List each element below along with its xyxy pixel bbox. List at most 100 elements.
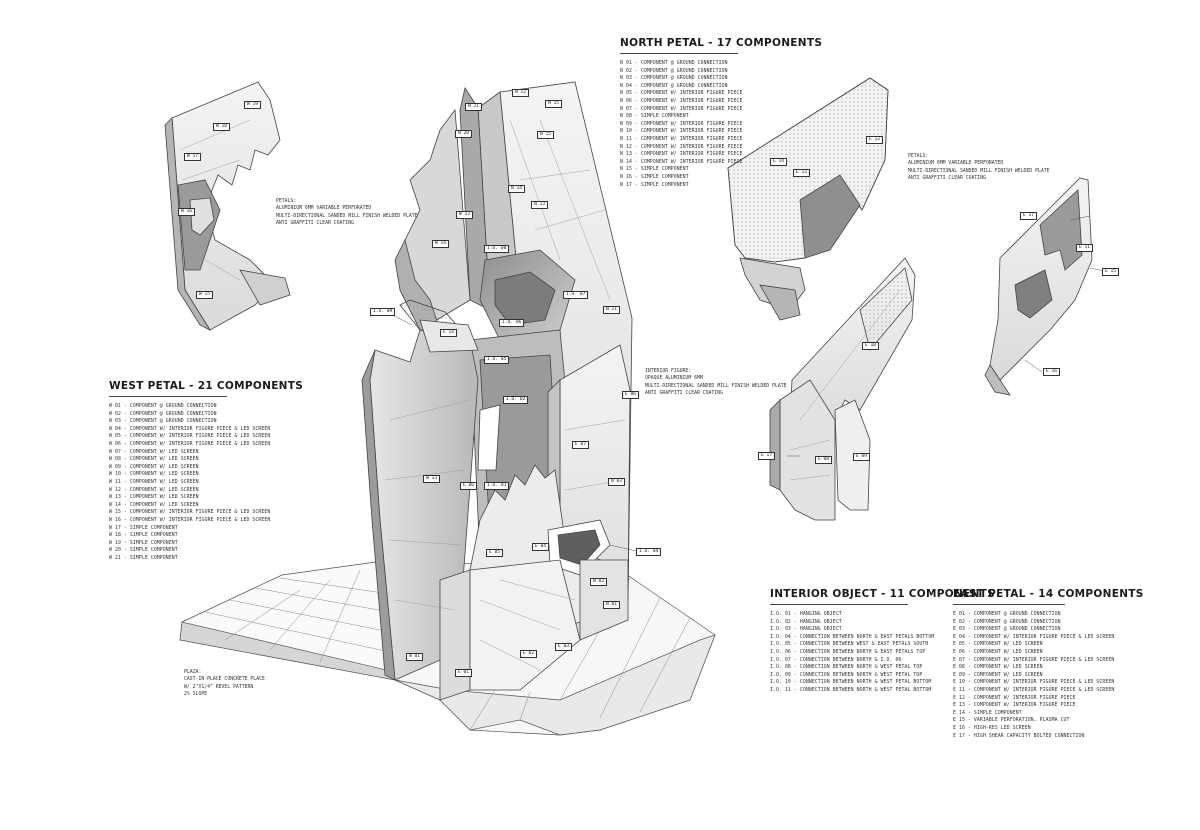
tag-e10: E 10 xyxy=(862,342,880,350)
note-line: PETALS: xyxy=(908,154,929,159)
list-item: E 08 - COMPONENT W/ LED SCREEN xyxy=(953,665,1043,671)
tag-io02: I.O. 02 xyxy=(503,396,529,404)
tag-e01: E 01 xyxy=(455,669,473,677)
list-item: N 05 - COMPONENT W/ INTERIOR FIGURE PIEC… xyxy=(620,91,743,97)
list-item: E 03 - COMPONENT @ GROUND CONNECTION xyxy=(953,627,1061,633)
list-item: W 12 - COMPONENT W/ LED SCREEN xyxy=(109,487,199,493)
list-item: W 06 - COMPONENT W/ INTERIOR FIGURE PIEC… xyxy=(109,441,271,447)
tag-e13: E 13 xyxy=(793,169,811,177)
list-item: N 04 - COMPONENT @ GROUND CONNECTION xyxy=(620,83,728,89)
note-line: INTERIOR FIGURE: xyxy=(645,369,692,374)
list-item: N 08 - SIMPLE COMPONENT xyxy=(620,114,689,120)
list-item: I.O. 04 - CONNECTION BETWEEN NORTH & EAS… xyxy=(770,634,935,640)
note-line: ANTI GRAFFITI CLEAR COATING xyxy=(645,391,723,397)
list-item: W 18 - SIMPLE COMPONENT xyxy=(109,533,178,539)
note-line: ALUMINIUM 6MM VARIABLE PERFORATED xyxy=(908,161,1004,167)
list-item: W 15 - COMPONENT W/ INTERIOR FIGURE PIEC… xyxy=(109,510,271,516)
list-item: W 05 - COMPONENT W/ INTERIOR FIGURE PIEC… xyxy=(109,434,271,440)
list-item: E 10 - COMPONENT W/ INTERIOR FIGURE PIEC… xyxy=(953,680,1115,686)
north-petal-panel: NORTH PETAL - 17 COMPONENTS N 01 - COMPO… xyxy=(620,37,822,189)
west-petal-list: W 01 - COMPONENT @ GROUND CONNECTION W 0… xyxy=(109,403,271,562)
petals-material-note-right: PETALS: ALUMINIUM 6MM VARIABLE PERFORATE… xyxy=(908,153,1050,183)
list-item: N 14 - COMPONENT W/ INTERIOR FIGURE PIEC… xyxy=(620,159,743,165)
tag-w19: W 19 xyxy=(244,101,262,109)
tag-n11: N 11 xyxy=(603,306,621,314)
list-item: E 06 - COMPONENT W/ LED SCREEN xyxy=(953,649,1043,655)
list-item: N 13 - COMPONENT W/ INTERIOR FIGURE PIEC… xyxy=(620,152,743,158)
tag-io09: I.O. 09 xyxy=(370,308,396,316)
tag-e07: E 07 xyxy=(572,441,590,449)
list-item: W 17 - SIMPLE COMPONENT xyxy=(109,525,178,531)
east-exploded-upper xyxy=(727,77,889,321)
list-item: N 16 - SIMPLE COMPONENT xyxy=(620,174,689,180)
tag-e06: E 06 xyxy=(622,391,640,399)
list-item: N 15 - SIMPLE COMPONENT xyxy=(620,167,689,173)
tag-w14: W 14 xyxy=(432,240,450,248)
tag-io06: I.O. 06 xyxy=(499,319,525,327)
note-line: CAST-IN-PLACE CONCRETE PLACE xyxy=(184,677,265,683)
interior-object-panel: INTERIOR OBJECT - 11 COMPONENTS I.O. 01 … xyxy=(770,588,995,695)
list-item: E 12 - COMPONENT W/ INTERIOR FIGURE PIEC… xyxy=(953,695,1076,701)
list-item: W 07 - COMPONENT W/ LED SCREEN xyxy=(109,449,199,455)
list-item: N 09 - COMPONENT W/ INTERIOR FIGURE PIEC… xyxy=(620,121,743,127)
note-line: PLAZA: xyxy=(184,670,202,675)
tag-w15: W 15 xyxy=(196,291,214,299)
tag-w01: W 01 xyxy=(406,653,424,661)
tag-e16: E 16 xyxy=(1043,368,1061,376)
list-item: W 16 - COMPONENT W/ INTERIOR FIGURE PIEC… xyxy=(109,517,271,523)
list-item: W 10 - COMPONENT W/ LED SCREEN xyxy=(109,472,199,478)
tag-n20: N 20 xyxy=(455,130,473,138)
main-sculpture xyxy=(361,81,633,701)
tag-w18: W 18 xyxy=(213,123,231,131)
list-item: I.O. 02 - HANGING OBJECT xyxy=(770,619,842,625)
tag-e17-lower: E 17 xyxy=(758,452,776,460)
tag-e14-right: E 14 xyxy=(770,158,788,166)
list-item: N 10 - COMPONENT W/ INTERIOR FIGURE PIEC… xyxy=(620,129,743,135)
list-item: E 07 - COMPONENT W/ INTERIOR FIGURE PIEC… xyxy=(953,657,1115,663)
list-item: N 11 - COMPONENT W/ INTERIOR FIGURE PIEC… xyxy=(620,136,743,142)
tag-w13-lower: W 13 xyxy=(423,475,441,483)
note-line: 2% SLOPE xyxy=(184,692,208,698)
tag-e08: E 08 xyxy=(815,456,833,464)
list-item: I.O. 03 - HANGING OBJECT xyxy=(770,627,842,633)
tag-n13: N 13 xyxy=(531,201,549,209)
list-item: N 07 - COMPONENT W/ INTERIOR FIGURE PIEC… xyxy=(620,106,743,112)
tag-e06-lower: E 06 xyxy=(460,482,478,490)
list-item: I.O. 08 - CONNECTION BETWEEN NORTH & WES… xyxy=(770,665,923,671)
tag-e17: E 17 xyxy=(1020,212,1038,220)
list-item: W 14 - COMPONENT W/ LED SCREEN xyxy=(109,502,199,508)
list-item: W 08 - COMPONENT W/ LED SCREEN xyxy=(109,457,199,463)
list-item: N 17 - SIMPLE COMPONENT xyxy=(620,182,689,188)
tag-n15-top: N 15 xyxy=(545,100,563,108)
note-line: MULTI-DIRECTIONAL SANDED MILL FINISH WEL… xyxy=(276,213,418,219)
tag-n21: N 21 xyxy=(465,103,483,111)
list-item: E 04 - COMPONENT W/ INTERIOR FIGURE PIEC… xyxy=(953,634,1115,640)
petals-material-note-left: PETALS: ALUMINIUM 6MM VARIABLE PERFORATE… xyxy=(276,198,418,228)
list-item: W 19 - SIMPLE COMPONENT xyxy=(109,540,178,546)
list-item: E 02 - COMPONENT @ GROUND CONNECTION xyxy=(953,619,1061,625)
tag-w16: W 16 xyxy=(178,208,196,216)
tag-e05: E 05 xyxy=(486,549,504,557)
list-item: E 01 - COMPONENT @ GROUND CONNECTION xyxy=(953,612,1061,617)
east-exploded-middle xyxy=(769,257,916,521)
list-item: I.O. 10 - CONNECTION BETWEEN NORTH & WES… xyxy=(770,680,932,686)
east-petal-list: E 01 - COMPONENT @ GROUND CONNECTION E 0… xyxy=(953,611,1115,740)
note-line: PETALS: xyxy=(276,199,297,204)
list-item: E 16 - HIGH-RES LED SCREEN xyxy=(953,725,1031,731)
list-item: N 01 - COMPONENT @ GROUND CONNECTION xyxy=(620,61,728,66)
tag-n02: N 02 xyxy=(590,578,608,586)
plaza-note: PLAZA: CAST-IN-PLACE CONCRETE PLACE W/ 2… xyxy=(184,669,265,699)
note-line: ANTI GRAFFITI CLEAR COATING xyxy=(908,176,986,182)
list-item: W 02 - COMPONENT @ GROUND CONNECTION xyxy=(109,411,217,417)
tag-e03: E 03 xyxy=(555,643,573,651)
tag-io04: I.O. 04 xyxy=(636,548,662,556)
list-item: E 11 - COMPONENT W/ INTERIOR FIGURE PIEC… xyxy=(953,687,1115,693)
list-item: E 09 - COMPONENT W/ LED SCREEN xyxy=(953,672,1043,678)
list-item: W 20 - SIMPLE COMPONENT xyxy=(109,548,178,554)
tag-n14: N 14 xyxy=(508,185,526,193)
tag-io05: I.O. 05 xyxy=(484,356,510,364)
west-petal-title: WEST PETAL - 21 COMPONENTS xyxy=(109,380,303,397)
north-petal-title: NORTH PETAL - 17 COMPONENTS xyxy=(620,37,822,54)
east-petal-title: EAST PETAL - 14 COMPONENTS xyxy=(953,588,1143,605)
